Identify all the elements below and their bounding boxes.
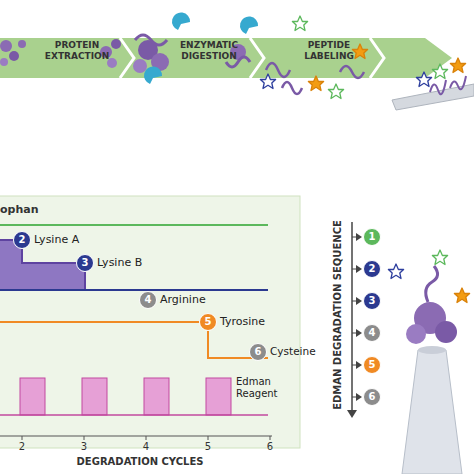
callout-circle: 3 xyxy=(76,254,94,272)
peptide-strand xyxy=(282,82,302,94)
callout-circle: 3 xyxy=(363,292,381,310)
chevron-divider xyxy=(370,38,384,78)
arrow-stub xyxy=(352,301,357,302)
callout-number: 6 xyxy=(255,347,262,357)
fluor-star xyxy=(260,74,275,89)
peptide-strand xyxy=(340,66,364,78)
peptide-strand xyxy=(266,63,290,77)
text-label: Lysine B xyxy=(97,256,167,269)
callout-number: 4 xyxy=(145,295,152,305)
fluor-star xyxy=(328,84,343,99)
axis-title: EDMAN DEGRADATION SEQUENCE xyxy=(332,205,344,425)
reagent-baseline xyxy=(0,414,268,416)
arrow-stub xyxy=(352,269,357,270)
callout-number: 5 xyxy=(369,360,376,370)
arginine-trace xyxy=(0,289,268,291)
callout-number: 4 xyxy=(369,328,376,338)
x-axis xyxy=(0,435,272,436)
text-label: ENZYMATIC DIGESTION xyxy=(172,40,246,62)
text-label: Arginine xyxy=(160,293,230,306)
fluor-star xyxy=(432,250,447,265)
text-label: PEPTIDE LABELING xyxy=(292,40,366,62)
enzyme-icon xyxy=(172,13,190,30)
reagent-pulse xyxy=(20,378,45,415)
callout-number: 3 xyxy=(82,258,89,268)
callout-number: 3 xyxy=(369,296,376,306)
fluor-star xyxy=(388,264,403,279)
bead-stand xyxy=(402,350,462,474)
chevron-divider xyxy=(250,38,264,78)
fluor-star xyxy=(352,44,367,59)
peptide-strand xyxy=(450,76,466,89)
reagent-pulse xyxy=(206,378,231,415)
callout-circle: 1 xyxy=(363,228,381,246)
arrow-head xyxy=(347,410,357,418)
callout-number: 5 xyxy=(205,317,212,327)
protein-blob xyxy=(133,59,147,73)
protein-blob xyxy=(18,40,26,48)
workflow-band xyxy=(0,38,452,78)
axis-tick xyxy=(208,436,209,440)
fluor-star xyxy=(454,288,469,303)
text-label: ophan xyxy=(0,203,60,216)
text-label: 3 xyxy=(76,441,92,453)
enzyme-icon xyxy=(144,67,162,84)
callout-number: 1 xyxy=(369,232,376,242)
callout-circle: 4 xyxy=(139,291,157,309)
fluor-star xyxy=(416,72,431,87)
reagent-pulse xyxy=(82,378,107,415)
fluor-star xyxy=(308,76,323,91)
sequence-arrow xyxy=(351,222,353,412)
fluor-star xyxy=(450,58,465,73)
text-label: PROTEIN EXTRACTION xyxy=(40,40,114,62)
text-label: Edman Reagent xyxy=(236,376,288,400)
lysine-trace xyxy=(0,240,85,290)
lysine-edge xyxy=(0,240,85,290)
text-label: Tyrosine xyxy=(220,315,290,328)
fluor-star xyxy=(292,16,307,31)
text-label: 4 xyxy=(138,441,154,453)
fluor-star xyxy=(432,64,447,79)
axis-tick xyxy=(146,436,147,440)
reagent-pulse xyxy=(144,378,169,415)
axis-tick xyxy=(22,436,23,440)
protein-blob xyxy=(0,58,8,66)
arrow-stub xyxy=(352,333,357,334)
callout-circle: 5 xyxy=(363,356,381,374)
text-label: Cysteine xyxy=(270,345,326,358)
peptide-strand xyxy=(426,266,438,302)
text-label: DEGRADATION CYCLES xyxy=(55,456,225,468)
arrow-stub xyxy=(352,237,357,238)
tryptophan-trace xyxy=(0,224,268,226)
enzyme-icon xyxy=(240,17,258,34)
callout-number: 2 xyxy=(369,264,376,274)
protein-blob xyxy=(0,40,12,52)
text-label: 5 xyxy=(200,441,216,453)
protein-strand xyxy=(135,35,167,45)
callout-number: 6 xyxy=(369,392,376,402)
text-label: 2 xyxy=(14,441,30,453)
arrow-stub xyxy=(352,365,357,366)
axis-tick xyxy=(84,436,85,440)
peptide-strand xyxy=(430,80,446,94)
text-label: 6 xyxy=(262,441,278,453)
chevron-divider xyxy=(120,38,134,78)
callout-number: 2 xyxy=(19,235,26,245)
callout-circle: 4 xyxy=(363,324,381,342)
chart-panel xyxy=(0,196,300,448)
callout-circle: 5 xyxy=(199,313,217,331)
peptide-blob xyxy=(406,324,426,344)
callout-circle: 6 xyxy=(249,343,267,361)
stand-top xyxy=(418,346,446,354)
arrow-stub xyxy=(352,397,357,398)
callout-circle: 2 xyxy=(13,231,31,249)
text-label: Lysine A xyxy=(34,233,104,246)
callout-circle: 6 xyxy=(363,388,381,406)
peptide-blob xyxy=(435,321,457,343)
axis-tick xyxy=(270,436,271,440)
protein-blob xyxy=(111,39,121,49)
callout-circle: 2 xyxy=(363,260,381,278)
protein-blob xyxy=(9,51,19,61)
